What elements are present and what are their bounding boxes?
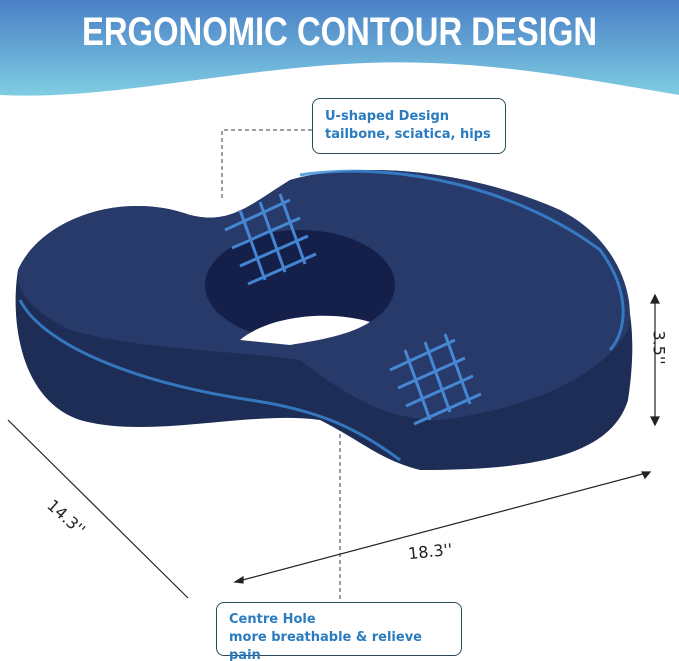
u-shaped-design-callout: U-shaped Design tailbone, sciatica, hips <box>312 98 506 154</box>
banner-wave <box>0 0 679 96</box>
callout-title: Centre Hole <box>229 612 316 627</box>
callout-title: U-shaped Design <box>325 109 450 124</box>
centre-hole-callout: Centre Hole more breathable & relieve pa… <box>216 602 462 661</box>
dimension-lines <box>7 293 660 599</box>
headline: ERGONOMIC CONTOUR DESIGN <box>81 10 598 54</box>
top-leader-line <box>221 129 312 200</box>
height-dimension: 3.5'' <box>649 330 669 365</box>
callout-text: more breathable & relieve pain <box>229 630 422 661</box>
callout-text: tailbone, sciatica, hips <box>325 127 491 142</box>
